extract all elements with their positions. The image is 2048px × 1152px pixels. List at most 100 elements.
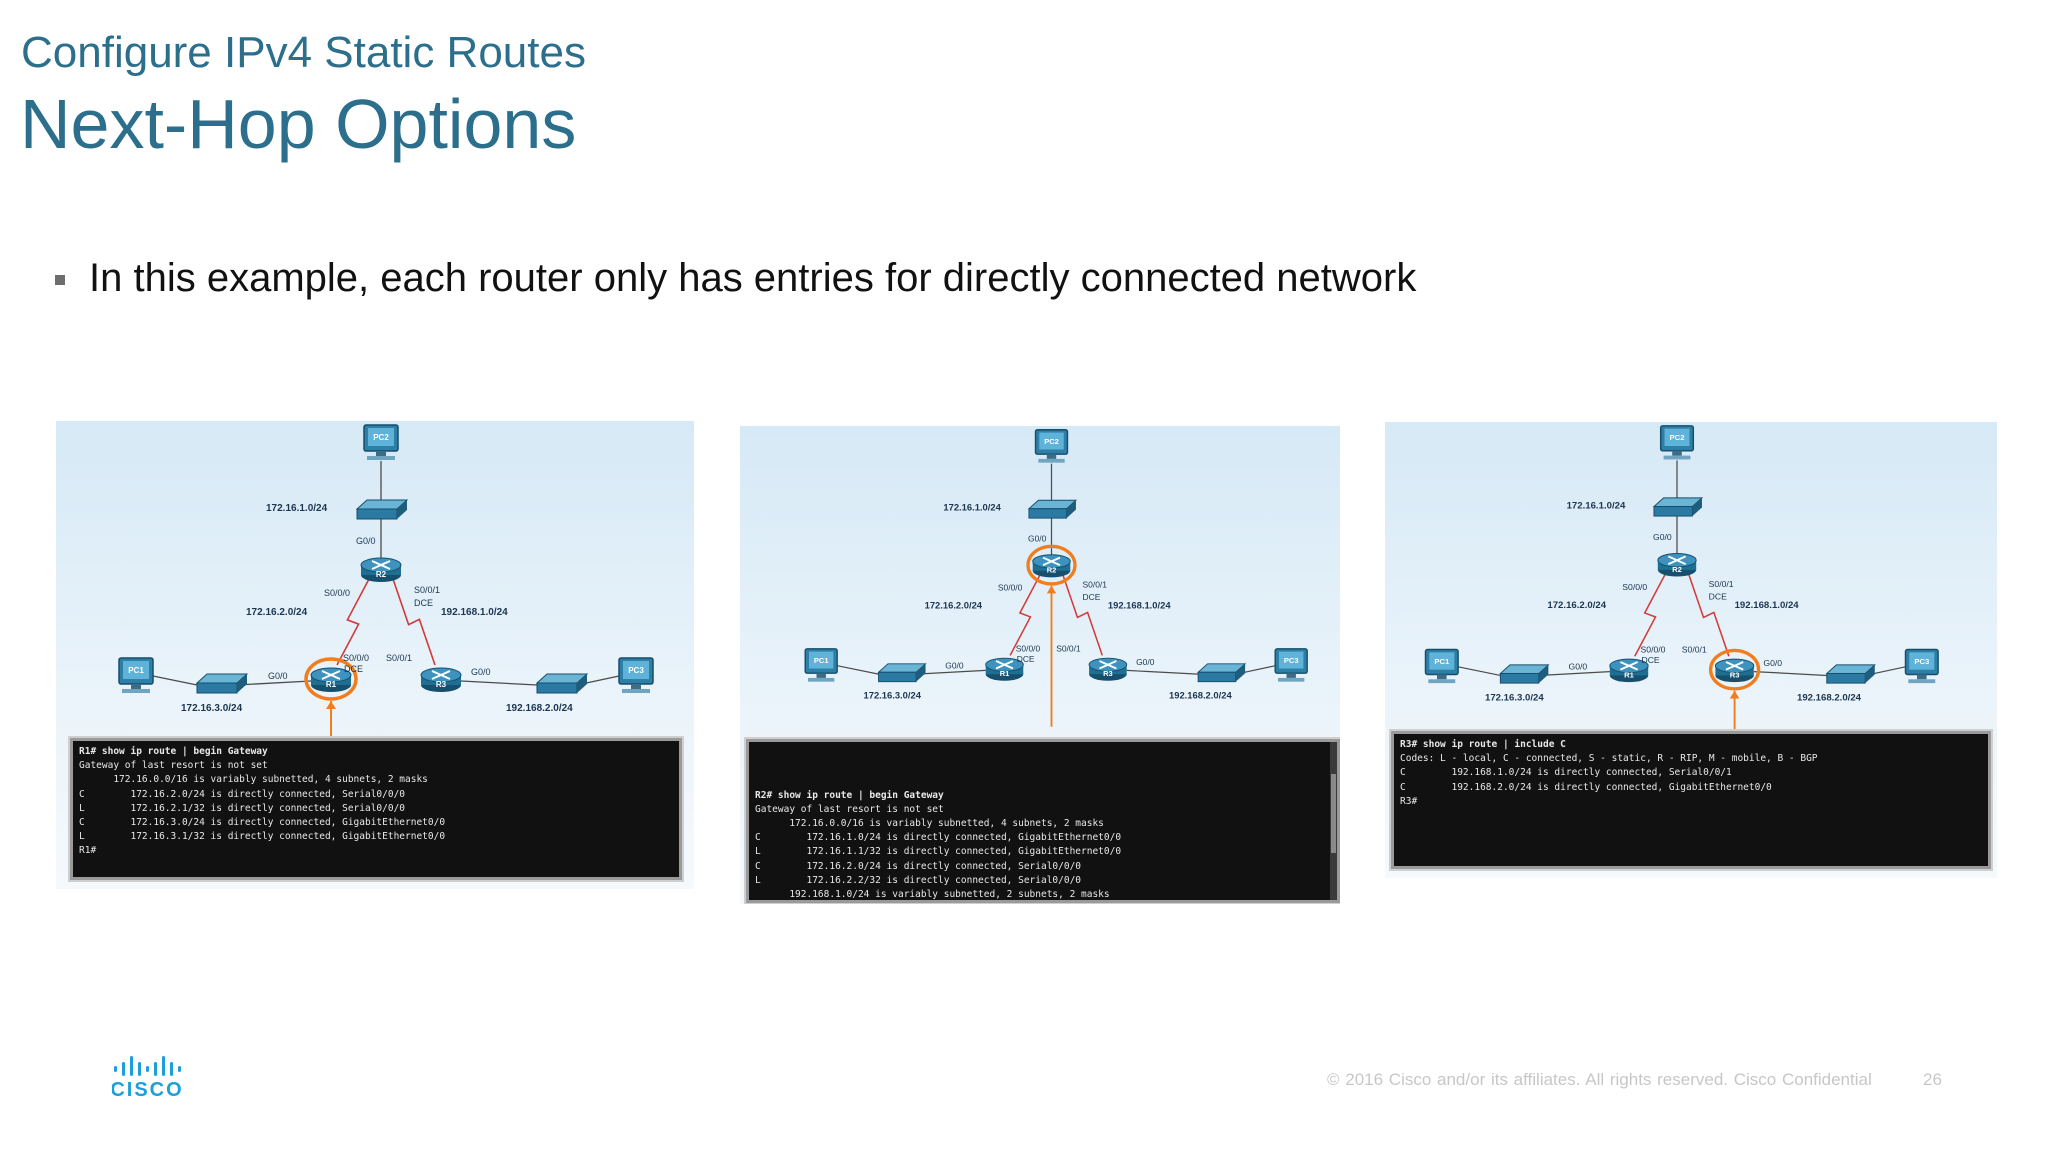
serial-link bbox=[1009, 574, 1041, 656]
switch-icon bbox=[1027, 499, 1078, 519]
pc-screen bbox=[1278, 651, 1304, 669]
router-r2-icon: R2 bbox=[1657, 553, 1697, 577]
router-label: R3 bbox=[436, 680, 447, 689]
pc-screen bbox=[808, 651, 834, 669]
network-label: 172.16.1.0/24 bbox=[1567, 500, 1626, 511]
ethernet-link bbox=[152, 675, 198, 686]
highlight-arrow-head bbox=[1046, 585, 1057, 594]
terminal-line: Codes: L - local, C - connected, S - sta… bbox=[1400, 753, 1818, 765]
terminal-line: 192.168.1.0/24 is variably subnetted, 2 … bbox=[755, 889, 1110, 901]
terminal-scrollbar[interactable] bbox=[1330, 742, 1337, 900]
pc-stand bbox=[376, 451, 386, 456]
pc-label: PC1 bbox=[814, 656, 829, 665]
bullet-square-icon bbox=[55, 274, 65, 285]
switch-icon bbox=[1196, 663, 1247, 683]
switch-side bbox=[1692, 497, 1702, 517]
slide-title: Next-Hop Options bbox=[20, 85, 577, 163]
interface-label: G0/0 bbox=[1653, 532, 1672, 542]
router-arrows bbox=[371, 560, 391, 570]
switch-side bbox=[1235, 663, 1246, 682]
pc-icon: PC1 bbox=[118, 657, 154, 693]
ethernet-link bbox=[460, 680, 538, 686]
router-highlight-ring bbox=[304, 657, 358, 701]
router-highlight-ring bbox=[1026, 544, 1077, 586]
pc-label: PC3 bbox=[1284, 656, 1299, 665]
pc-icon: PC3 bbox=[1904, 648, 1939, 684]
switch-front bbox=[196, 682, 238, 694]
router-r1-icon: R1 bbox=[304, 657, 358, 701]
interface-label: DCE bbox=[1017, 654, 1035, 664]
terminal-line: C 192.168.1.0/24 is directly connected, … bbox=[1400, 767, 1732, 779]
pc-stand bbox=[131, 684, 141, 689]
serial-link bbox=[1062, 574, 1103, 656]
network-label: 172.16.2.0/24 bbox=[1547, 600, 1606, 611]
serial-link bbox=[392, 578, 436, 666]
pc-label: PC1 bbox=[128, 666, 144, 675]
scrollbar-thumb[interactable] bbox=[1331, 773, 1336, 853]
pc-stand bbox=[816, 673, 826, 678]
network-label: 192.168.1.0/24 bbox=[441, 607, 508, 618]
pc-label: PC3 bbox=[628, 666, 644, 675]
pc-icon: PC1 bbox=[1424, 648, 1459, 684]
network-label: 172.16.2.0/24 bbox=[925, 599, 983, 610]
pc-stand bbox=[1437, 674, 1447, 680]
terminal-line: C 172.16.2.0/24 is directly connected, S… bbox=[755, 860, 1082, 872]
interface-label: G0/0 bbox=[1763, 658, 1782, 668]
interface-label: S0/0/1 bbox=[1056, 644, 1081, 654]
interface-label: S0/0/1 bbox=[1709, 579, 1734, 589]
network-label: 172.16.1.0/24 bbox=[266, 503, 328, 514]
terminal-line: R1# show ip route | begin Gateway bbox=[79, 746, 268, 757]
pc-label: PC3 bbox=[1914, 657, 1929, 666]
router-highlight-ring bbox=[1708, 648, 1761, 691]
switch-side bbox=[397, 500, 407, 519]
router-arrows bbox=[1667, 555, 1687, 565]
router-arrows bbox=[1099, 660, 1117, 670]
interface-label: S0/0/0 bbox=[1016, 644, 1041, 654]
interface-label: S0/0/1 bbox=[414, 585, 440, 595]
terminal-line: C 172.16.1.0/24 is directly connected, G… bbox=[755, 832, 1122, 844]
ethernet-link bbox=[1457, 666, 1501, 677]
pc-stand bbox=[1917, 674, 1927, 680]
switch-icon bbox=[195, 673, 249, 694]
terminal-line: C 192.168.2.0/24 is directly connected, … bbox=[1400, 781, 1772, 793]
ethernet-link bbox=[1538, 670, 1610, 677]
pc-base bbox=[1908, 679, 1936, 684]
router-arrows bbox=[1042, 556, 1061, 566]
switch-side bbox=[577, 674, 587, 693]
terminal-line: L 172.16.3.1/32 is directly connected, G… bbox=[79, 831, 446, 843]
router-label: R2 bbox=[376, 570, 387, 579]
pc-label: PC2 bbox=[1044, 437, 1059, 446]
router-r3-icon: R3 bbox=[1708, 648, 1761, 691]
router-label: R1 bbox=[1000, 669, 1010, 678]
pc-base bbox=[122, 689, 150, 693]
ethernet-link bbox=[837, 665, 879, 675]
interface-label: S0/0/1 bbox=[1083, 580, 1108, 590]
interface-label: G0/0 bbox=[945, 661, 964, 671]
cisco-logo: CISCO bbox=[110, 1054, 192, 1103]
interface-label: DCE bbox=[414, 598, 433, 608]
network-label: 192.168.2.0/24 bbox=[1169, 690, 1232, 701]
router-r3-icon: R3 bbox=[420, 667, 462, 692]
pc-icon: PC2 bbox=[1034, 429, 1069, 463]
router-label: R3 bbox=[1730, 670, 1740, 679]
switch-side bbox=[237, 674, 247, 693]
interface-label: DCE bbox=[1641, 655, 1659, 665]
terminal-line: Gateway of last resort is not set bbox=[755, 803, 944, 815]
pc-icon: PC2 bbox=[1659, 425, 1695, 460]
terminal-line: R3# bbox=[1400, 795, 1418, 807]
highlight-arrow-head bbox=[326, 701, 336, 709]
pc-icon: PC1 bbox=[804, 648, 838, 682]
switch-front bbox=[1028, 508, 1068, 519]
pc-base bbox=[1663, 455, 1691, 460]
interface-label: S0/0/0 bbox=[998, 583, 1023, 593]
interface-label: S0/0/0 bbox=[324, 588, 350, 598]
ethernet-link bbox=[1753, 670, 1827, 677]
interface-label: DCE bbox=[1709, 592, 1727, 602]
